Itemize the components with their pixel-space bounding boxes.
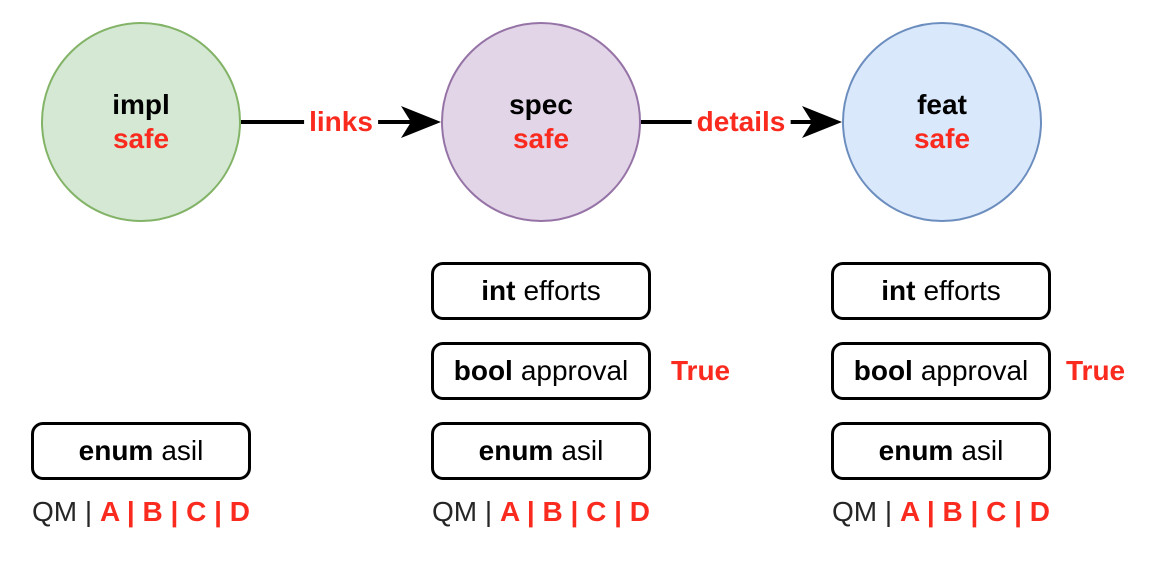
attr-box-feat-enum-asil: enum asil (831, 422, 1051, 480)
edge-links-label: links (304, 106, 378, 138)
attr-box-feat-int-efforts: int efforts (831, 262, 1051, 320)
node-impl-status: safe (112, 123, 170, 154)
edge-details-label: details (691, 106, 791, 138)
attr-name-label: asil (561, 435, 604, 466)
node-spec-status: safe (512, 123, 570, 154)
node-spec-label: spec (509, 89, 573, 120)
node-impl: impl safe (41, 22, 241, 222)
attr-box-spec-int-efforts: int efforts (431, 262, 651, 320)
attr-box-spec-enum-asil: enum asil (431, 422, 651, 480)
attr-box-spec-bool-approval: bool approval (431, 342, 651, 400)
attr-type-label: int (481, 275, 516, 306)
bool-value-feat: True (1066, 355, 1126, 386)
node-spec: spec safe (441, 22, 641, 222)
attr-type-label: enum (78, 435, 154, 466)
attr-type-label: enum (878, 435, 954, 466)
enum-values-highlight: A | B | C | D (899, 496, 1050, 527)
arrowhead-icon (802, 106, 842, 138)
node-feat: feat safe (842, 22, 1042, 222)
attr-box-feat-bool-approval: bool approval (831, 342, 1051, 400)
attr-name-label: approval (920, 355, 1029, 386)
enum-values-highlight: A | B | C | D (99, 496, 250, 527)
enum-values-feat: QM | A | B | C | D (821, 496, 1061, 528)
enum-values-spec: QM | A | B | C | D (421, 496, 661, 528)
attr-name-label: efforts (923, 275, 1001, 306)
attr-name-label: efforts (523, 275, 601, 306)
attr-name-label: approval (520, 355, 629, 386)
attr-type-label: enum (478, 435, 554, 466)
enum-values-impl: QM | A | B | C | D (21, 496, 261, 528)
bool-value-spec: True (671, 355, 731, 386)
node-feat-label: feat (917, 89, 967, 120)
enum-values-highlight: A | B | C | D (499, 496, 650, 527)
node-impl-label: impl (112, 89, 170, 120)
attr-type-label: int (881, 275, 916, 306)
enum-values-plain: QM | (832, 496, 900, 527)
attr-name-label: asil (961, 435, 1004, 466)
attr-name-label: asil (161, 435, 204, 466)
node-feat-status: safe (913, 123, 971, 154)
enum-values-plain: QM | (32, 496, 100, 527)
enum-values-plain: QM | (432, 496, 500, 527)
attr-box-impl-enum-asil: enum asil (31, 422, 251, 480)
attr-type-label: bool (453, 355, 513, 386)
attr-type-label: bool (853, 355, 913, 386)
arrowhead-icon (401, 106, 441, 138)
